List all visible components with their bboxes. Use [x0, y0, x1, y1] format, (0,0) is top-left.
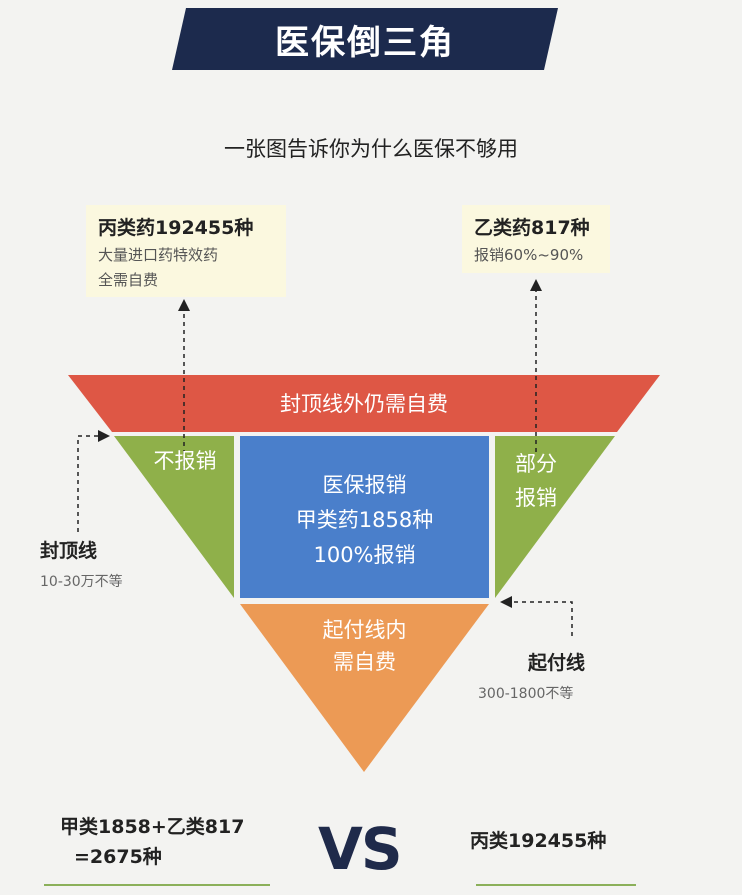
- arrow-deductible-line: [500, 596, 573, 636]
- note-class-c-line1: 大量进口药特效药: [98, 246, 219, 264]
- center-box-line2: 甲类药1858种: [295, 508, 434, 532]
- bottom-triangle-line1: 起付线内: [322, 618, 407, 642]
- comparison-right: 丙类192455种: [470, 830, 607, 852]
- cap-line-title: 封顶线: [40, 540, 98, 562]
- title-banner: [172, 8, 558, 70]
- left-green-triangle: [114, 436, 234, 598]
- center-blue-box: [240, 436, 489, 598]
- note-class-c-drugs: 丙类药192455种 大量进口药特效药 全需自费: [86, 205, 286, 297]
- arrow-cap-line: [77, 430, 110, 532]
- right-green-triangle: [495, 436, 615, 598]
- deductible-line-range: 300-1800不等: [478, 686, 574, 702]
- note-class-b-line1: 报销60%~90%: [474, 246, 584, 264]
- vs-label: VS: [318, 815, 403, 883]
- underline-left: [44, 884, 270, 886]
- page-title: 医保倒三角: [275, 22, 455, 63]
- underline-right: [476, 884, 636, 886]
- right-triangle-label: 部分 报销: [496, 447, 576, 515]
- note-class-c-title: 丙类药192455种: [98, 217, 254, 239]
- left-triangle-label: 不报销: [153, 449, 217, 473]
- subtitle: 一张图告诉你为什么医保不够用: [224, 137, 518, 161]
- deductible-line-label: 起付线 300-1800不等: [478, 648, 618, 703]
- top-band-label: 封顶线外仍需自费: [280, 392, 448, 416]
- bottom-orange-triangle: [240, 604, 489, 772]
- right-triangle-line2: 报销: [515, 486, 557, 510]
- cap-line-label: 封顶线 10-30万不等: [40, 536, 123, 591]
- note-class-b-drugs: 乙类药817种 报销60%~90%: [462, 205, 610, 273]
- bottom-triangle-line2: 需自费: [333, 650, 396, 674]
- right-triangle-line1: 部分: [515, 452, 557, 476]
- note-class-c-line2: 全需自费: [98, 271, 159, 289]
- center-box-label: 医保报销 甲类药1858种 100%报销: [240, 468, 489, 573]
- deductible-line-title: 起付线: [528, 652, 586, 674]
- center-box-line1: 医保报销: [322, 473, 407, 497]
- bottom-triangle-label: 起付线内 需自费: [260, 614, 469, 678]
- cap-line-range: 10-30万不等: [40, 574, 123, 590]
- comparison-left: 甲类1858+乙类817 =2675种: [60, 812, 280, 872]
- center-box-line3: 100%报销: [313, 543, 416, 567]
- note-class-b-title: 乙类药817种: [474, 217, 590, 239]
- comparison-left-line1: 甲类1858+乙类817: [60, 816, 245, 838]
- comparison-left-line2: =2675种: [74, 846, 162, 868]
- top-band-shape: [68, 375, 660, 432]
